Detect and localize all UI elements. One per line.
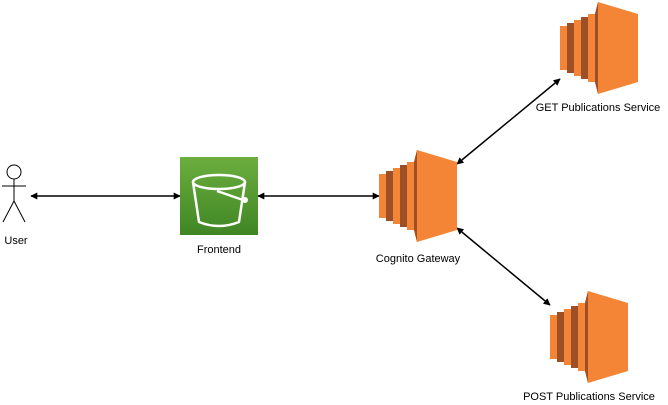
edge-gateway-get-service[interactable] bbox=[456, 78, 561, 165]
user-stick-figure-icon bbox=[2, 164, 26, 223]
aws-ec2-compute-icon bbox=[560, 2, 638, 94]
frontend-label: Frontend bbox=[197, 244, 241, 256]
aws-s3-bucket-icon bbox=[180, 157, 258, 235]
get-service-label: GET Publications Service bbox=[536, 102, 661, 114]
post-service-label: POST Publications Service bbox=[523, 391, 655, 403]
edge-gateway-post-service[interactable] bbox=[456, 227, 551, 306]
user-node[interactable]: User bbox=[2, 164, 28, 247]
get-service-node[interactable]: GET Publications Service bbox=[536, 2, 661, 114]
gateway-label: Cognito Gateway bbox=[376, 253, 461, 265]
gateway-node[interactable]: Cognito Gateway bbox=[376, 150, 461, 265]
aws-ec2-compute-icon bbox=[379, 150, 457, 242]
frontend-node[interactable]: Frontend bbox=[180, 157, 258, 256]
connectors bbox=[30, 78, 561, 306]
user-label: User bbox=[4, 235, 28, 247]
aws-ec2-compute-icon bbox=[550, 291, 628, 383]
post-service-node[interactable]: POST Publications Service bbox=[523, 291, 655, 403]
